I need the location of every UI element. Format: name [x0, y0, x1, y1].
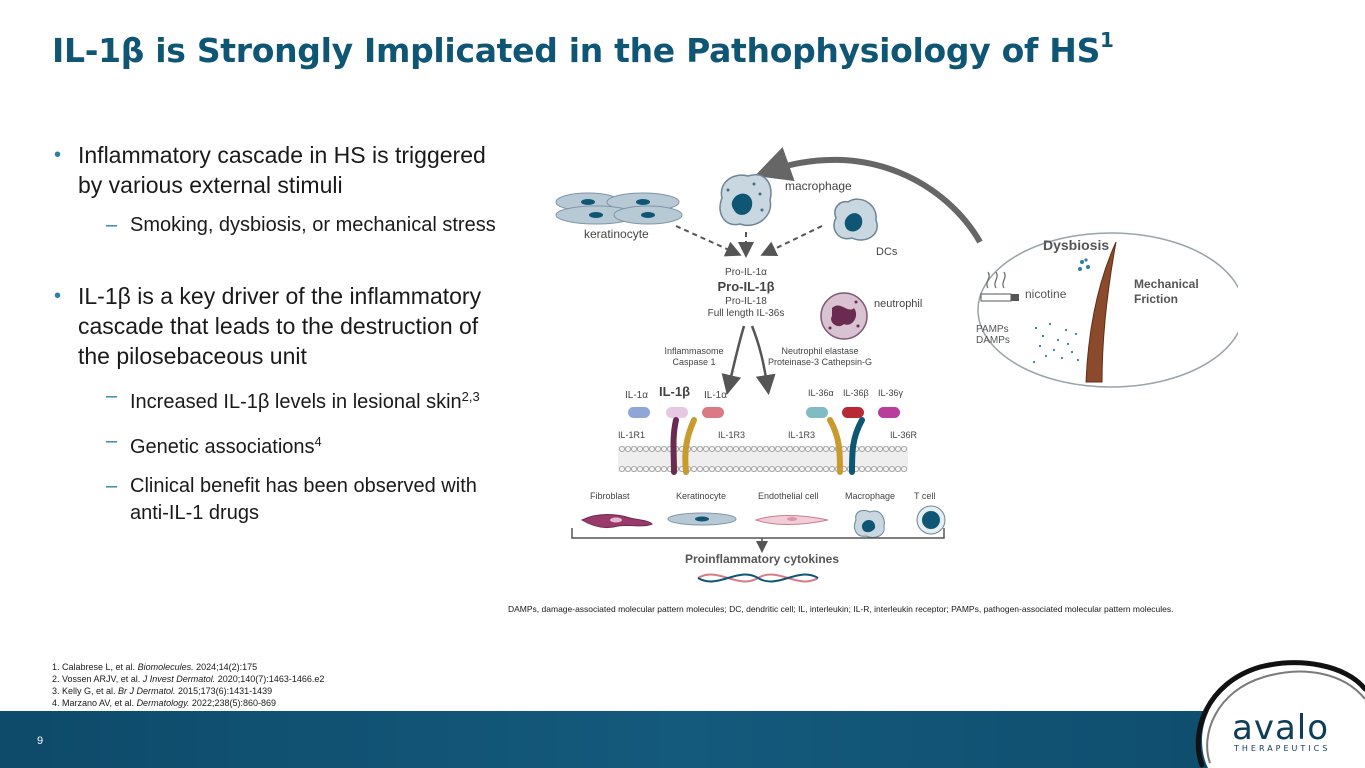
il1a-left-label: IL-1α: [625, 390, 648, 401]
arrow-dcs: [764, 226, 822, 254]
title-footnote: 1: [1100, 28, 1114, 52]
fibroblast-label: Fibroblast: [590, 491, 630, 501]
footer-bar: [0, 711, 1365, 768]
references: 1. Calabrese L, et al. Biomolecules. 202…: [52, 661, 324, 709]
dendritic-cell-icon: [834, 199, 877, 240]
il36g-label: IL-36γ: [878, 388, 904, 398]
mechanical-label: Mechanical: [1134, 277, 1199, 291]
friction-label: Friction: [1134, 292, 1178, 306]
macrophage2-icon: [854, 510, 884, 537]
keratinocyte-cells-icon: [556, 193, 682, 224]
pamps-label: PAMPs: [976, 324, 1009, 335]
slide-title: IL-1β is Strongly Implicated in the Path…: [52, 28, 1252, 70]
dna-helix-icon: [698, 575, 818, 582]
arrow-keratinocyte: [676, 226, 738, 254]
il1a-right-label: IL-1α: [704, 390, 727, 401]
external-stimuli-circle: [978, 233, 1238, 387]
abbreviations-footnote: DAMPs, damage-associated molecular patte…: [508, 604, 1174, 614]
il36b-label: IL-36β: [843, 388, 869, 398]
neutrophil-label: neutrophil: [874, 298, 922, 310]
bullet-1-sub-1: Smoking, dysbiosis, or mechanical stress: [52, 212, 502, 239]
tcell-icon: [917, 506, 945, 534]
tcell-label: T cell: [914, 491, 935, 501]
caspase-label: Caspase 1: [672, 357, 715, 367]
proteinase-label: Proteinase-3 Cathepsin-G: [768, 357, 872, 367]
neutrophil-elastase-label: Neutrophil elastase: [781, 346, 858, 356]
bullet-2-sub-1: Increased IL-1β levels in lesional skin2…: [52, 383, 502, 416]
proinflammatory-label: Proinflammatory cytokines: [685, 552, 839, 566]
dcs-label: DCs: [876, 246, 898, 258]
il1b-label: IL-1β: [659, 384, 690, 399]
reference-2: 2. Vossen ARJV, et al. J Invest Dermatol…: [52, 673, 324, 685]
full-il36-label: Full length IL-36s: [708, 308, 785, 319]
bullet-2: IL-1β is a key driver of the inflammator…: [52, 281, 502, 371]
macrophage2-label: Macrophage: [845, 491, 895, 501]
il36a-label: IL-36α: [808, 388, 834, 398]
bullet-1: Inflammatory cascade in HS is triggered …: [52, 140, 502, 200]
dysbiosis-label: Dysbiosis: [1043, 237, 1109, 253]
macrophage-label: macrophage: [785, 179, 852, 193]
page-number: 9: [37, 735, 43, 747]
pro-il1b-label: Pro-IL-1β: [717, 279, 774, 294]
pro-il18-label: Pro-IL-18: [725, 296, 767, 307]
receptor-il1r1: [674, 420, 677, 472]
nicotine-label: nicotine: [1025, 287, 1067, 301]
il1r3-label-a: IL-1R3: [718, 430, 745, 440]
neutrophil-icon: [821, 293, 867, 339]
reference-1: 1. Calabrese L, et al. Biomolecules. 202…: [52, 661, 324, 673]
bullet-list: Inflammatory cascade in HS is triggered …: [52, 140, 502, 527]
arrow-to-il1: [728, 326, 744, 390]
arrow-to-il36: [752, 326, 768, 390]
keratinocyte2-label: Keratinocyte: [676, 491, 726, 501]
avalo-logo-subtitle: THERAPEUTICS: [1234, 744, 1330, 753]
endothelial-label: Endothelial cell: [758, 491, 819, 501]
il36r-label: IL-36R: [890, 430, 918, 440]
bullet-2-sub-2: Genetic associations4: [52, 428, 502, 461]
cell-membrane: [618, 446, 908, 472]
keratinocyte-label: keratinocyte: [584, 227, 649, 241]
il1r1-label: IL-1R1: [618, 430, 645, 440]
reference-4: 4. Marzano AV, et al. Dermatology. 2022;…: [52, 697, 324, 709]
inflammasome-label: Inflammasome: [664, 346, 723, 356]
il1-pathway-diagram: keratinocyte macrophage DCs Pro-IL-1α Pr…: [548, 146, 1238, 586]
damps-label: DAMPs: [976, 335, 1010, 346]
bracket: [572, 528, 944, 538]
avalo-logo-text: avalo: [1232, 708, 1329, 748]
il1r3-label-b: IL-1R3: [788, 430, 815, 440]
ligand-pills: [628, 407, 900, 418]
macrophage-icon: [720, 175, 771, 226]
bullet-2-sub-3: Clinical benefit has been observed with …: [52, 473, 502, 527]
reference-3: 3. Kelly G, et al. Br J Dermatol. 2015;1…: [52, 685, 324, 697]
pro-il1a-label: Pro-IL-1α: [725, 267, 767, 278]
